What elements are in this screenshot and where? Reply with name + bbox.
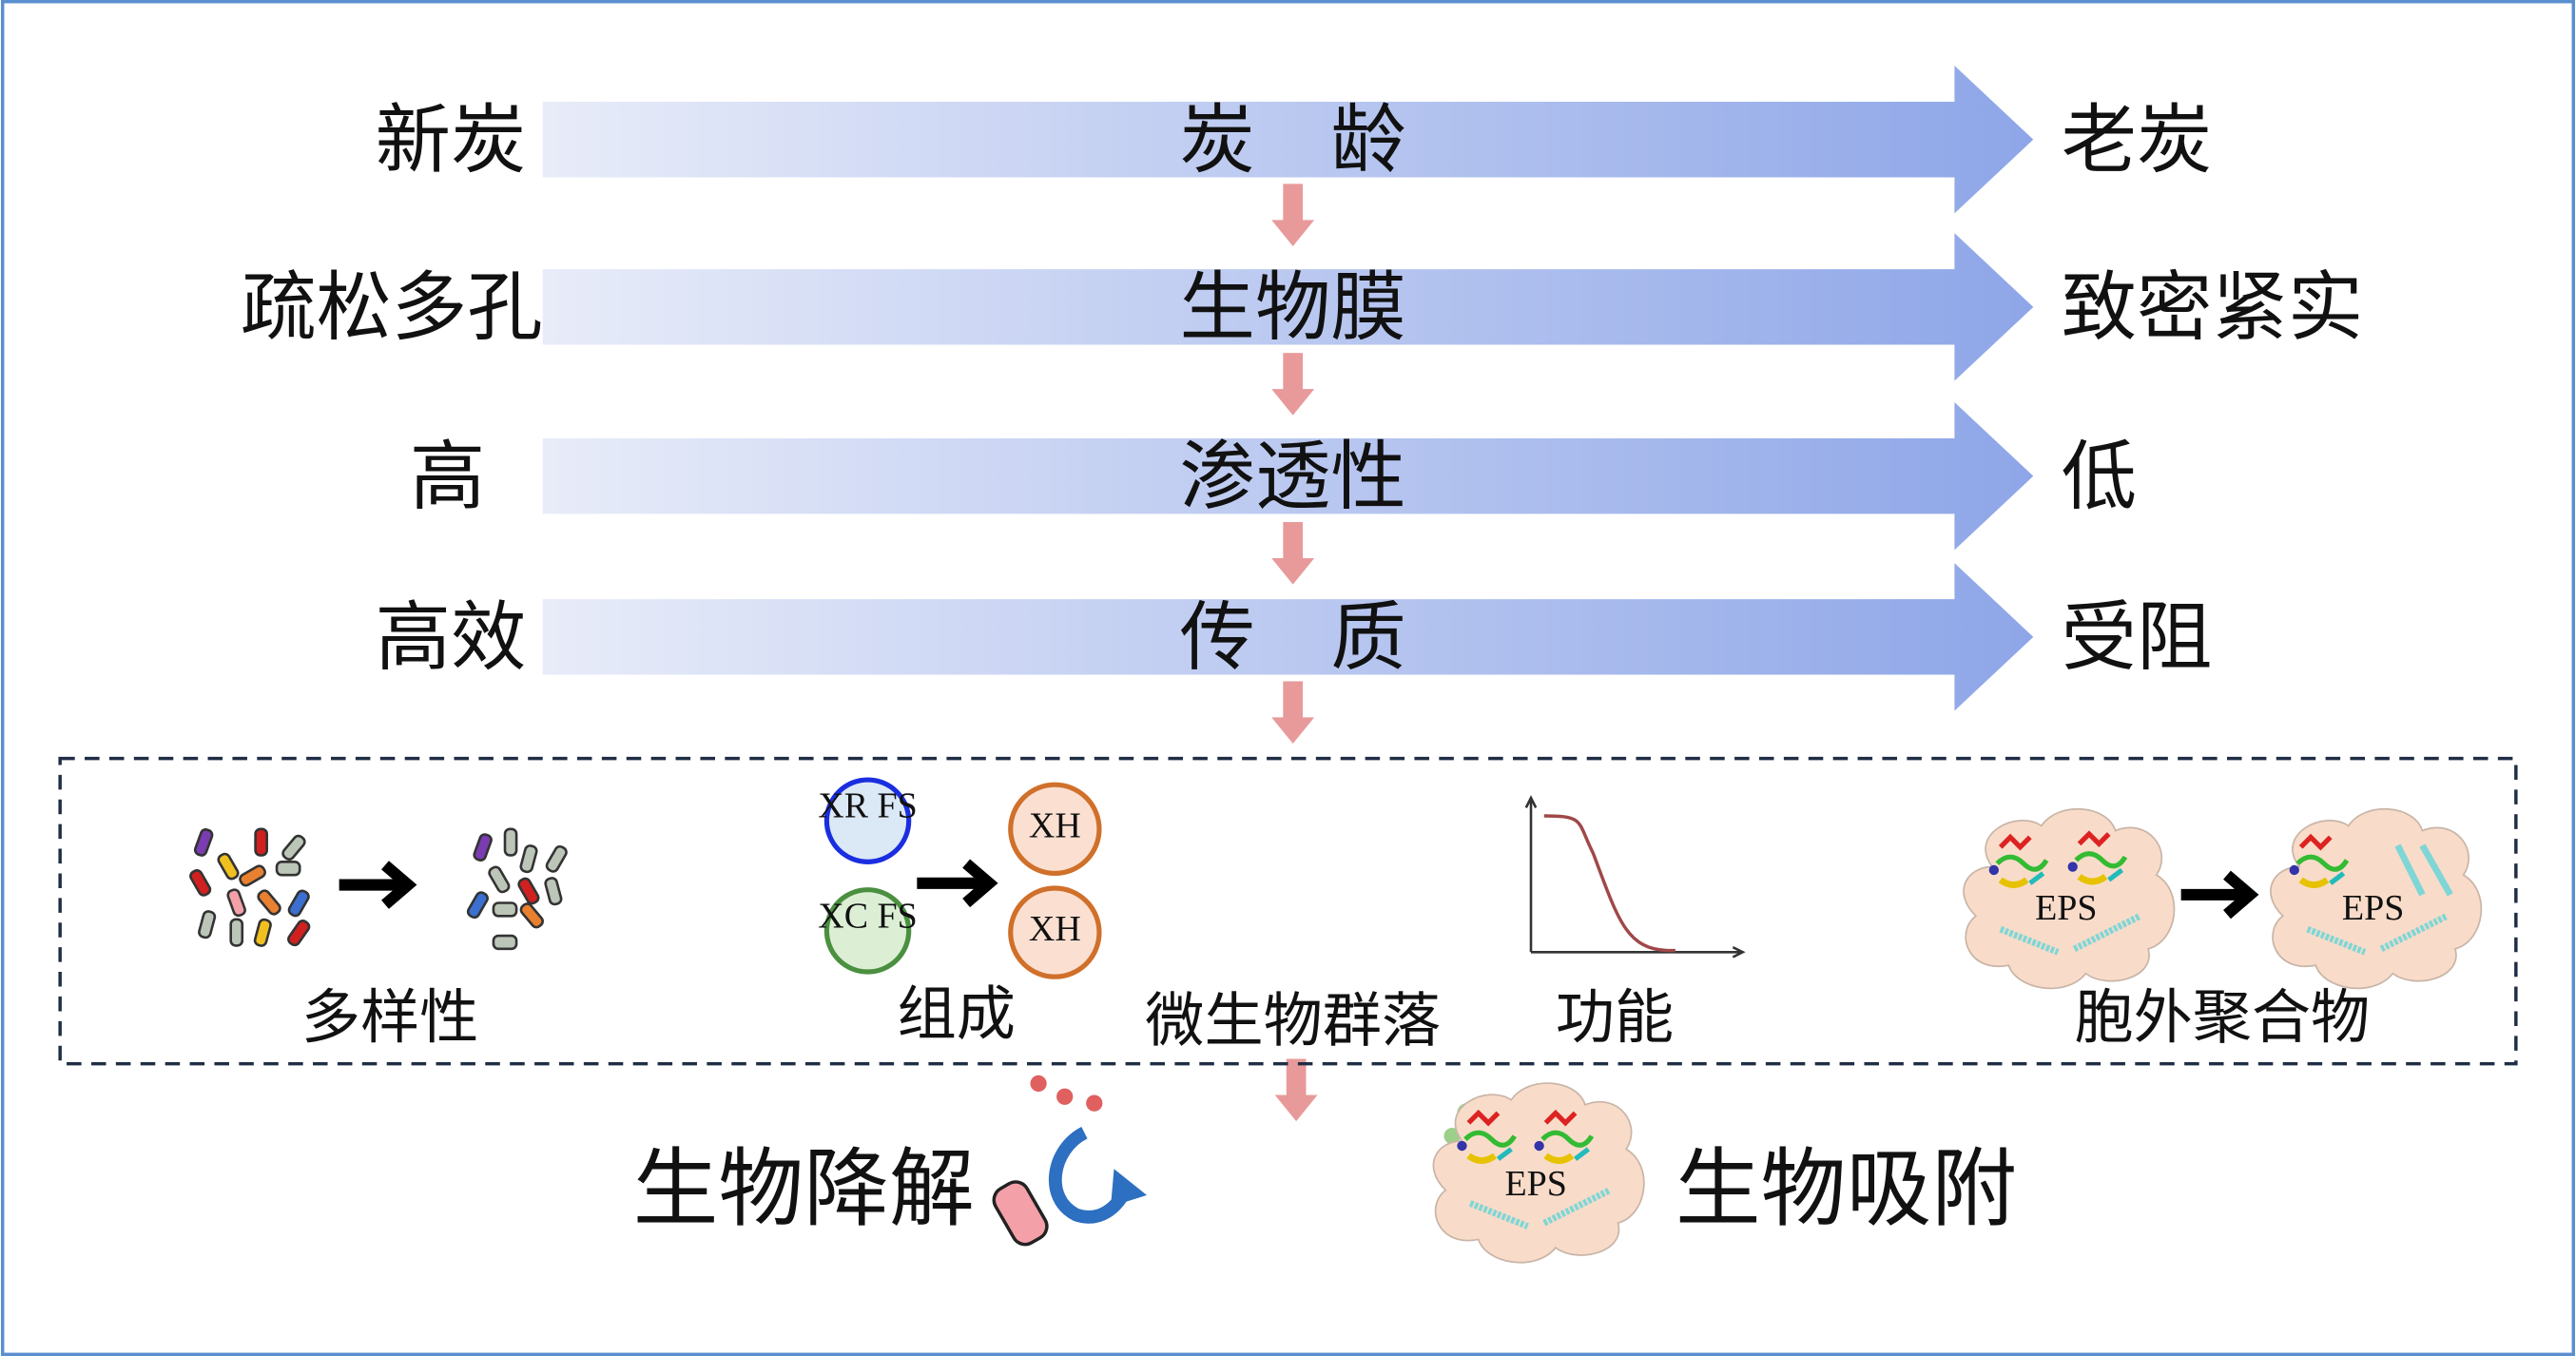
degradation-icon — [992, 1075, 1148, 1247]
diversity-label: 多样性 — [301, 982, 478, 1052]
composition-icon: XR FS XC FS XH XH — [818, 777, 1102, 979]
arrow-right-icon — [2180, 870, 2259, 920]
row-right-label: 低 — [2062, 432, 2137, 520]
arrow-right-icon — [917, 859, 998, 908]
row-center-label: 炭 龄 — [1180, 95, 1406, 184]
eps-label: EPS — [2035, 888, 2097, 928]
gradient-arrow — [542, 233, 2034, 381]
row-right-label: 受阻 — [2062, 592, 2213, 681]
row-left-label: 新炭 — [376, 95, 527, 184]
function-label: 功能 — [1556, 982, 1674, 1052]
composition-after-1: XH — [1029, 805, 1081, 845]
row-center-label: 渗透性 — [1180, 432, 1406, 520]
down-arrow-icon — [1274, 1058, 1318, 1122]
row-right-label: 老炭 — [2062, 95, 2213, 184]
row-right-label: 致密紧实 — [2062, 262, 2364, 351]
eps-label: EPS — [2342, 888, 2404, 928]
gradient-arrow — [542, 563, 2034, 711]
diversity-icon — [189, 827, 568, 951]
row-left-label: 高效 — [376, 592, 527, 681]
row-carbon-age: 新炭 炭 龄 老炭 — [376, 66, 2213, 214]
eps-label: EPS — [1504, 1164, 1566, 1204]
composition-after-2: XH — [1029, 909, 1081, 949]
gradient-arrow — [542, 66, 2034, 214]
composition-before-1: XR FS — [818, 786, 917, 826]
row-left-label: 高 — [410, 432, 485, 520]
down-arrow-icon — [1271, 521, 1315, 585]
row-biofilm: 疏松多孔 生物膜 致密紧实 — [241, 233, 2364, 381]
down-arrow-icon — [1271, 353, 1315, 416]
eps-icon: EPS EPS — [1964, 809, 2481, 989]
down-arrow-icon — [1271, 184, 1315, 246]
composition-label: 组成 — [898, 979, 1016, 1049]
eps-items-label: 胞外聚合物 — [2074, 982, 2370, 1052]
row-left-label: 疏松多孔 — [241, 262, 543, 351]
row-mass-transfer: 高效 传 质 受阻 — [376, 563, 2213, 711]
function-curve-icon — [1524, 795, 1746, 959]
row-center-label: 传 质 — [1180, 592, 1406, 681]
bioadsorption-label: 生物吸附 — [1675, 1140, 2017, 1239]
community-title: 微生物群落 — [1145, 986, 1441, 1056]
row-center-label: 生物膜 — [1180, 262, 1406, 351]
down-arrow-icon — [1271, 681, 1315, 745]
arrow-right-icon — [339, 861, 417, 909]
composition-before-2: XC FS — [818, 896, 917, 936]
gradient-arrow — [542, 401, 2034, 551]
adsorption-icon: EPS — [1433, 1083, 1643, 1263]
biodegradation-label: 生物降解 — [633, 1140, 975, 1239]
row-permeability: 高 渗透性 低 — [410, 401, 2137, 551]
community-box — [58, 756, 2518, 1066]
